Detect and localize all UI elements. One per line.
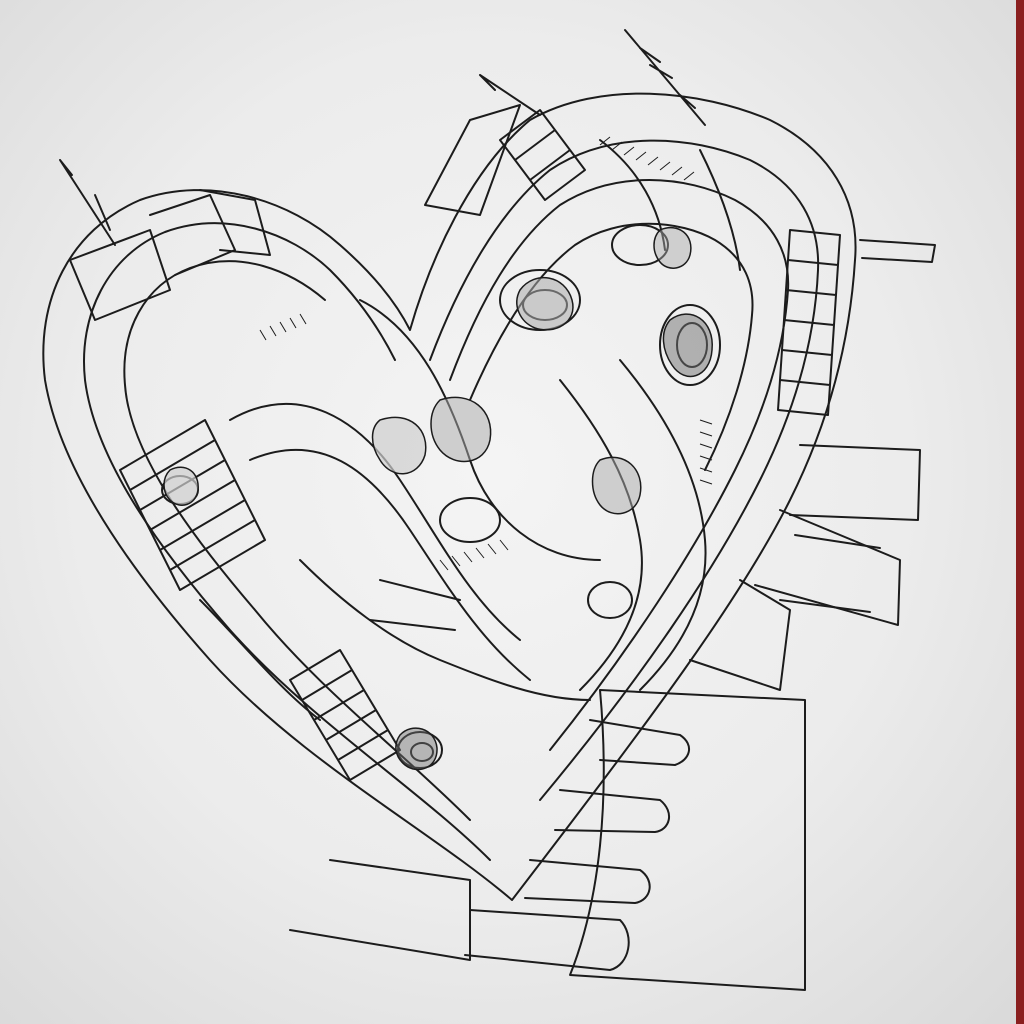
shade-area-1 (516, 276, 574, 331)
hatch-cluster-left (259, 313, 307, 341)
swirl-mid-2 (587, 581, 633, 619)
shade-area-2 (662, 313, 713, 377)
panel-bottom-left (289, 859, 471, 961)
flow-curve-6 (299, 559, 591, 701)
panel-right-2 (754, 509, 901, 626)
shade-area-3 (430, 396, 492, 463)
shade-area-6 (591, 456, 642, 515)
panel-top-2 (859, 239, 936, 263)
red-edge-strip (1016, 0, 1024, 1024)
antenna-left (59, 159, 116, 246)
flow-curve-8 (599, 139, 666, 251)
swirl-right (659, 304, 721, 386)
panel-bottom-large (569, 689, 806, 991)
pointer-line-right-2 (779, 599, 871, 613)
antenna-top-2 (624, 29, 706, 126)
panel-top-1 (424, 104, 521, 216)
shade-area-8 (653, 226, 692, 269)
upper-ladder-strip (499, 109, 586, 201)
swirl-mid (439, 497, 501, 543)
panel-bottom-tab-1 (589, 719, 690, 766)
shade-area-4 (371, 416, 427, 475)
swirl-lower-inner (410, 742, 434, 762)
hatch-cluster-mid (439, 539, 509, 571)
pointer-line-right-1 (794, 534, 881, 549)
flow-curve-4 (559, 379, 643, 691)
flow-curve-1 (229, 402, 521, 641)
inner-band-4 (449, 179, 790, 751)
shade-area-5 (395, 727, 438, 771)
lower-ladder-strip (289, 649, 401, 781)
panel-bottom-tab-3 (524, 859, 651, 904)
heart-outline (42, 92, 857, 901)
flow-curve-5 (619, 359, 707, 691)
flow-curve-2 (249, 448, 531, 681)
panel-upper-left-3 (199, 189, 271, 256)
flow-curve-9 (699, 149, 741, 271)
inner-band-2 (123, 260, 471, 821)
swirl-upper-right (611, 224, 669, 266)
flow-curve-10 (369, 579, 461, 631)
antenna-top-1 (479, 74, 541, 116)
panel-right-1 (789, 444, 921, 521)
hatch-cluster-top (599, 136, 695, 181)
hatch-cluster-right (699, 419, 713, 485)
panel-bottom-tab-2 (554, 789, 670, 833)
swirl-lower (397, 731, 443, 769)
panel-upper-left-2 (149, 194, 236, 276)
shade-area-7 (163, 466, 199, 506)
right-ladder-strip (777, 229, 841, 416)
panel-upper-left-1 (69, 229, 171, 321)
panel-bottom-tab-4 (464, 909, 630, 971)
inner-band-3 (429, 139, 820, 801)
flow-curve-7 (199, 599, 321, 721)
inner-band-1 (83, 222, 491, 861)
panel-right-3 (689, 579, 791, 691)
